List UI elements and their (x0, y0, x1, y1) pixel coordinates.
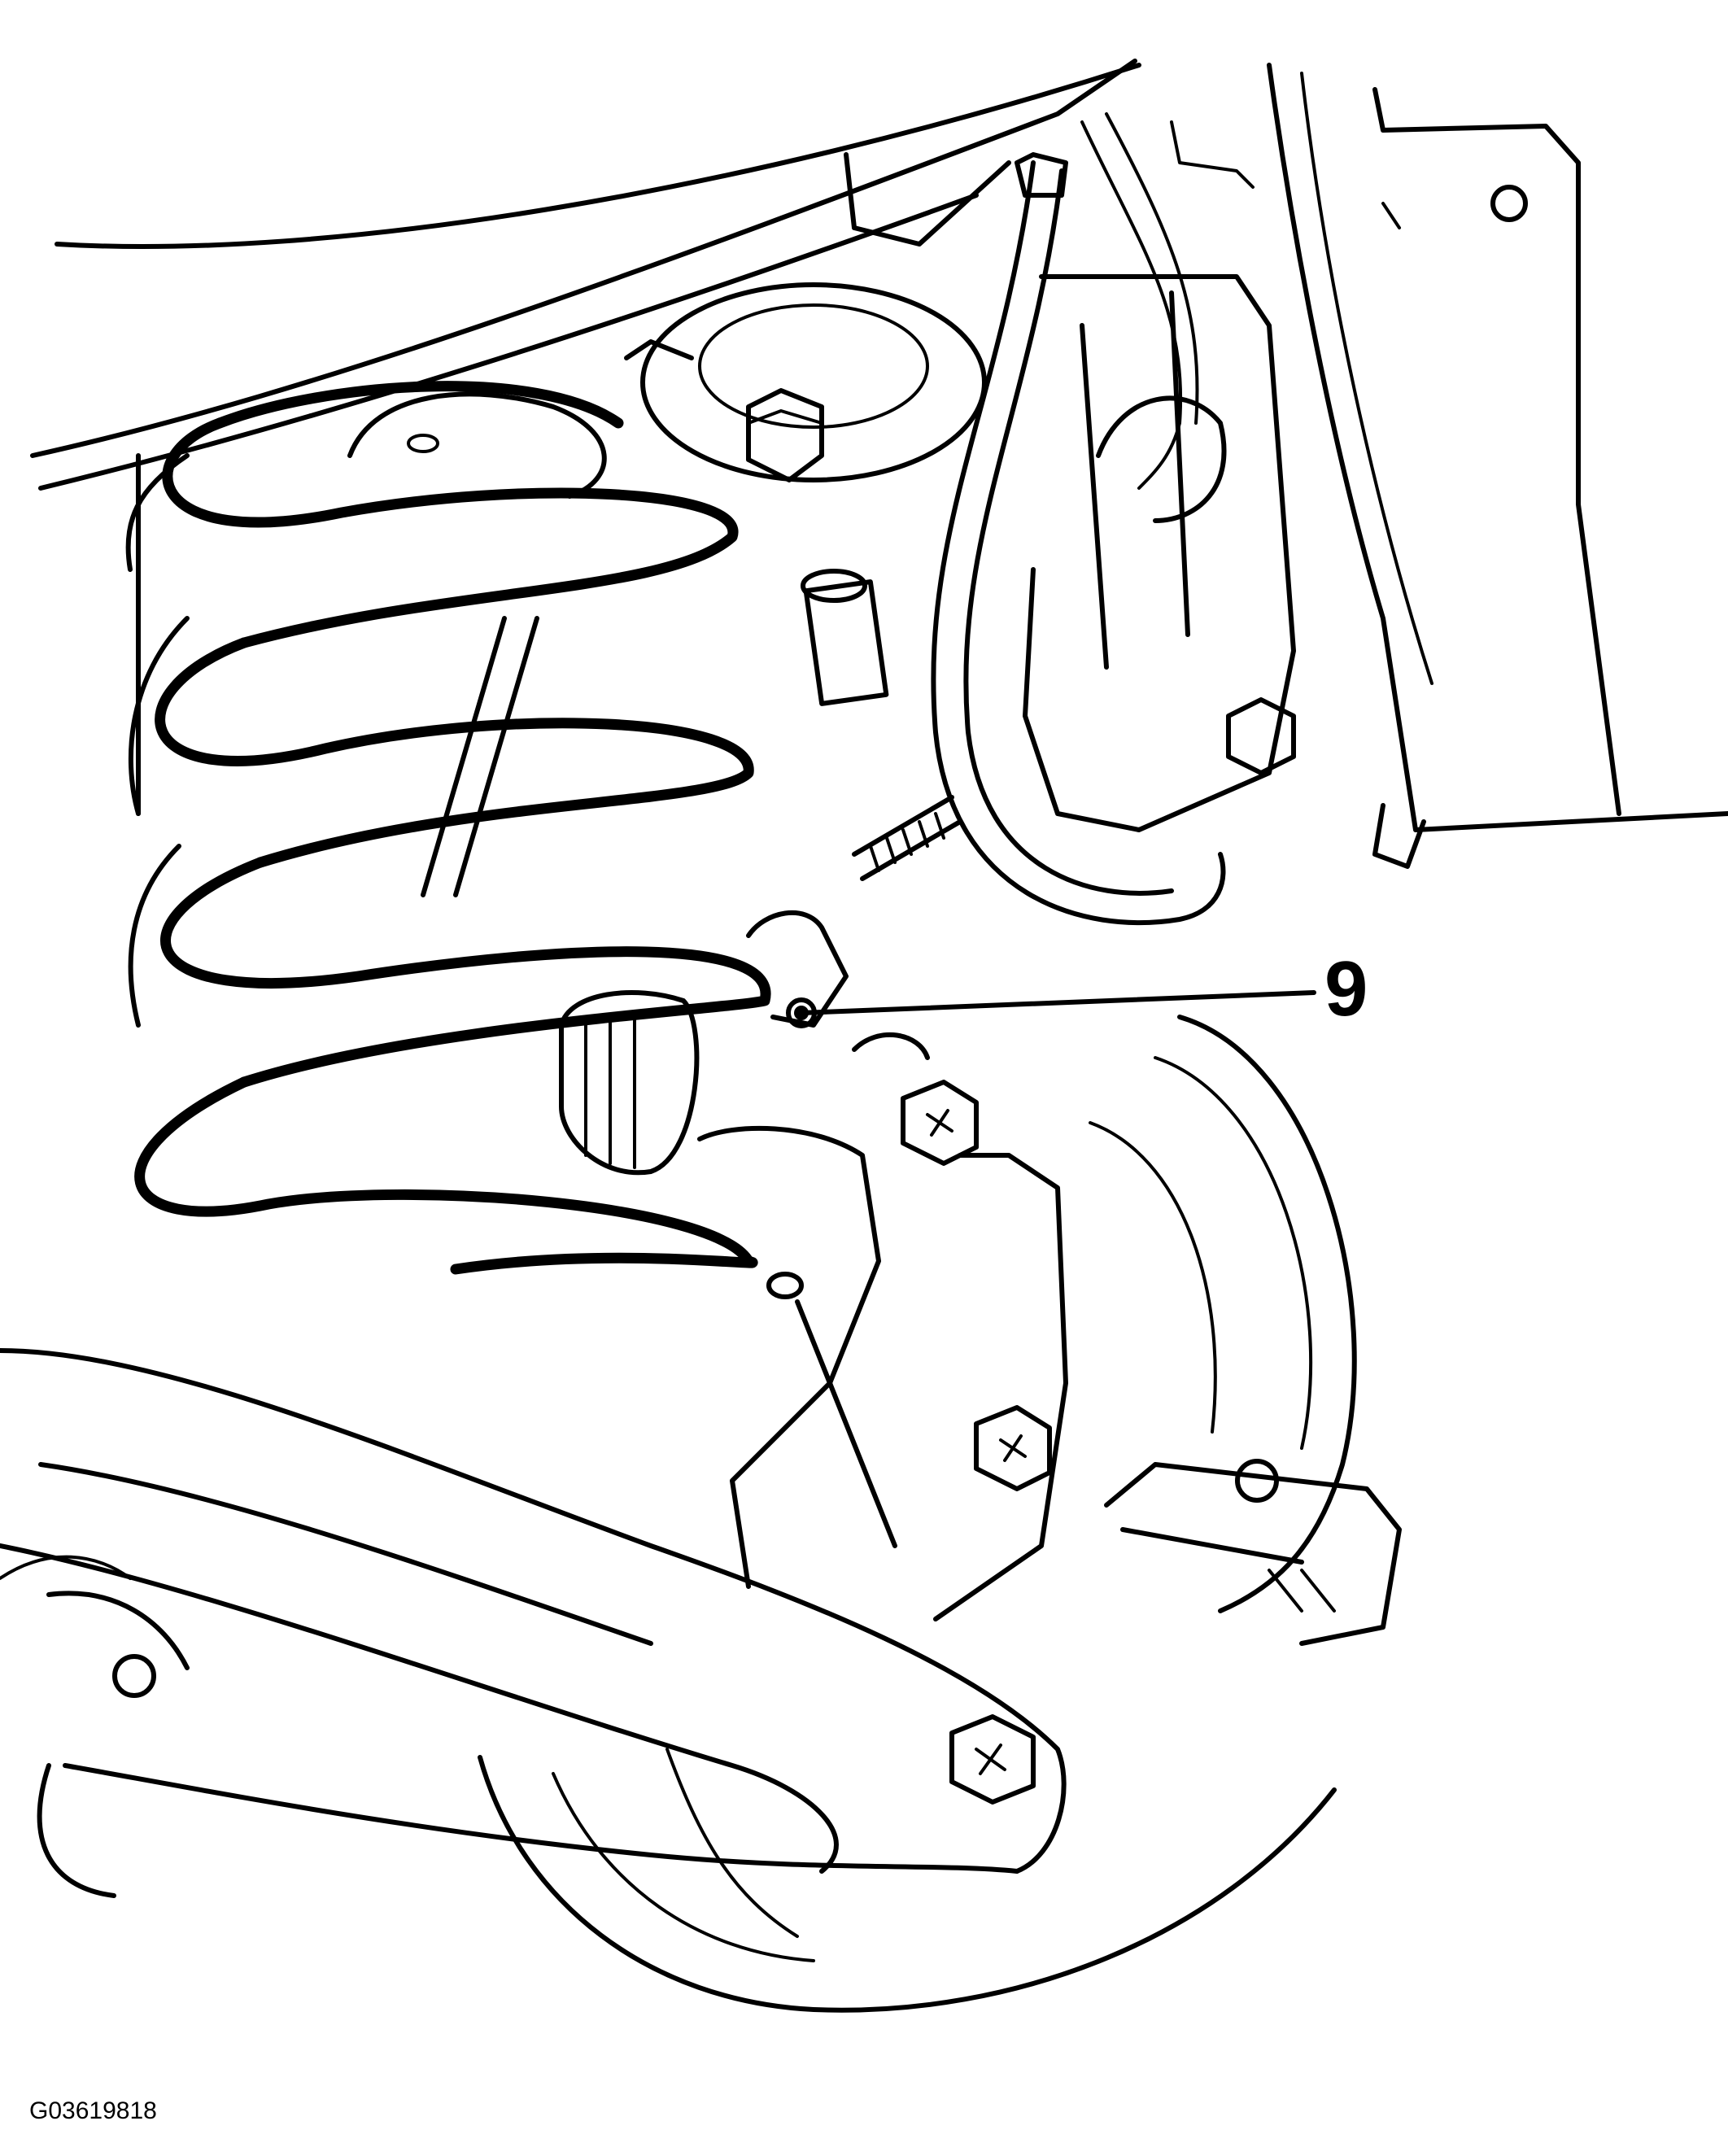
brake-disc (1089, 1015, 1357, 1613)
lower-bracket (1104, 1459, 1402, 1646)
lower-control-arm (0, 1348, 1067, 1898)
lower-mount (0, 1555, 190, 1698)
damper-bushing (559, 990, 700, 1176)
seat-nut (746, 388, 824, 482)
dust-shield (478, 1748, 1337, 2013)
caliper-bolts (901, 697, 1296, 1491)
brake-caliper (801, 274, 1296, 832)
chassis-bracket (1267, 63, 1728, 869)
spring-upper-seat (347, 282, 987, 499)
return-spring (852, 795, 962, 881)
knuckle-bolt (901, 1080, 979, 1166)
callout-target-bracket (746, 910, 930, 1060)
callout-label: 9 (1324, 945, 1368, 1032)
knuckle-bolt-lower (974, 1405, 1052, 1491)
coil-spring (125, 381, 771, 1275)
callout-leader (794, 990, 1316, 1020)
figure-id: G03619818 (29, 2097, 157, 2124)
control-arm-bolt (949, 1714, 1036, 1805)
upper-body-panel (30, 59, 1141, 491)
bracket-bolt (1235, 1459, 1279, 1503)
bracket-bolt-hole (1490, 185, 1528, 222)
shock-absorber (136, 453, 539, 897)
caliper-bolt-upper (1226, 697, 1296, 775)
sensor-cable (1080, 112, 1255, 490)
knuckle (697, 1125, 1068, 1621)
